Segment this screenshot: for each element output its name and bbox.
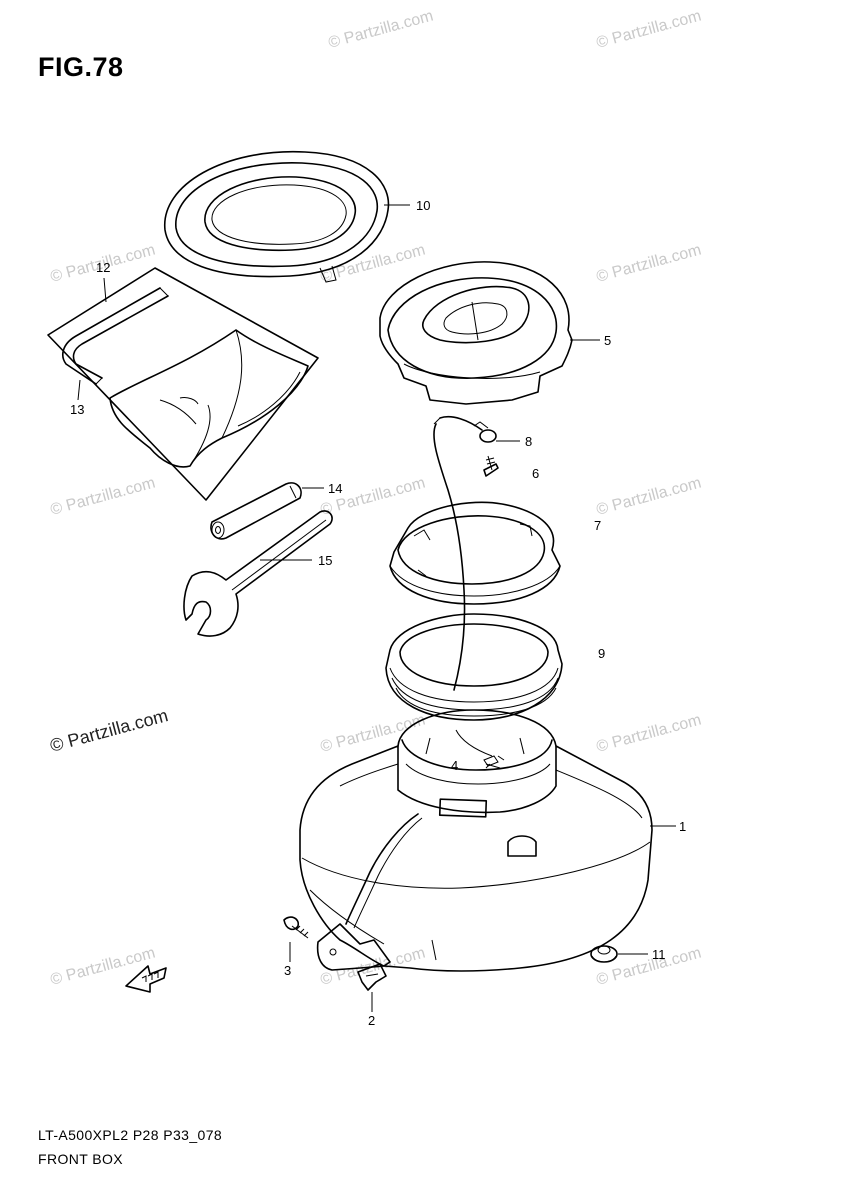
callout-12: 12: [96, 260, 110, 275]
watermark: © Partzilla.com: [595, 945, 704, 989]
watermark: © Partzilla.com: [595, 242, 704, 286]
callout-4: 4: [451, 758, 458, 773]
part-9-threaded-ring: [385, 613, 563, 721]
watermark: © Partzilla.com: [319, 242, 428, 286]
part-2-clip: [357, 963, 387, 991]
callout-labels: 10 5 8 6 7 9 4 1 11 3 2 12 13 14 15: [70, 198, 686, 1028]
part-8-tether: [433, 415, 497, 691]
watermark: © Partzilla.com: [319, 712, 428, 756]
callout-3: 3: [284, 963, 291, 978]
callout-7: 7: [594, 518, 601, 533]
tool-kit-group: [47, 267, 319, 501]
watermark: © Partzilla.com: [49, 475, 158, 519]
watermark: © Partzilla.com: [595, 8, 704, 52]
callout-2: 2: [368, 1013, 375, 1028]
figure-title: FIG.78: [38, 52, 124, 82]
watermark: © Partzilla.com: [595, 712, 704, 756]
callout-9: 9: [598, 646, 605, 661]
watermark-group: © Partzilla.com © Partzilla.com © Partzi…: [48, 8, 703, 989]
watermark: © Partzilla.com: [327, 8, 436, 52]
leader-lines: [77, 204, 676, 1012]
part-14-tool: [210, 482, 302, 540]
model-code: LT-A500XPL2 P28 P33_078: [38, 1127, 223, 1143]
callout-5: 5: [604, 333, 611, 348]
callout-13: 13: [70, 402, 84, 417]
part-11-grommet: [590, 945, 618, 963]
part-7-ring: [389, 501, 561, 605]
front-direction-arrow-icon: [125, 965, 167, 993]
watermark-prominent: © Partzilla.com: [48, 705, 170, 756]
callout-6: 6: [532, 466, 539, 481]
section-name: FRONT BOX: [38, 1151, 124, 1167]
watermark: © Partzilla.com: [49, 945, 158, 989]
part-10-lid-gasket: [164, 150, 390, 283]
callout-10: 10: [416, 198, 430, 213]
callout-11: 11: [652, 947, 666, 962]
part-3-screw: [283, 916, 309, 939]
watermark: © Partzilla.com: [595, 475, 704, 519]
part-6-screw: [483, 455, 499, 477]
callout-15: 15: [318, 553, 332, 568]
callout-8: 8: [525, 434, 532, 449]
callout-1: 1: [679, 819, 686, 834]
part-1-front-box: [299, 709, 653, 972]
callout-14: 14: [328, 481, 342, 496]
part-5-lid-cap: [379, 261, 573, 405]
part-15-wrench: [183, 510, 333, 637]
